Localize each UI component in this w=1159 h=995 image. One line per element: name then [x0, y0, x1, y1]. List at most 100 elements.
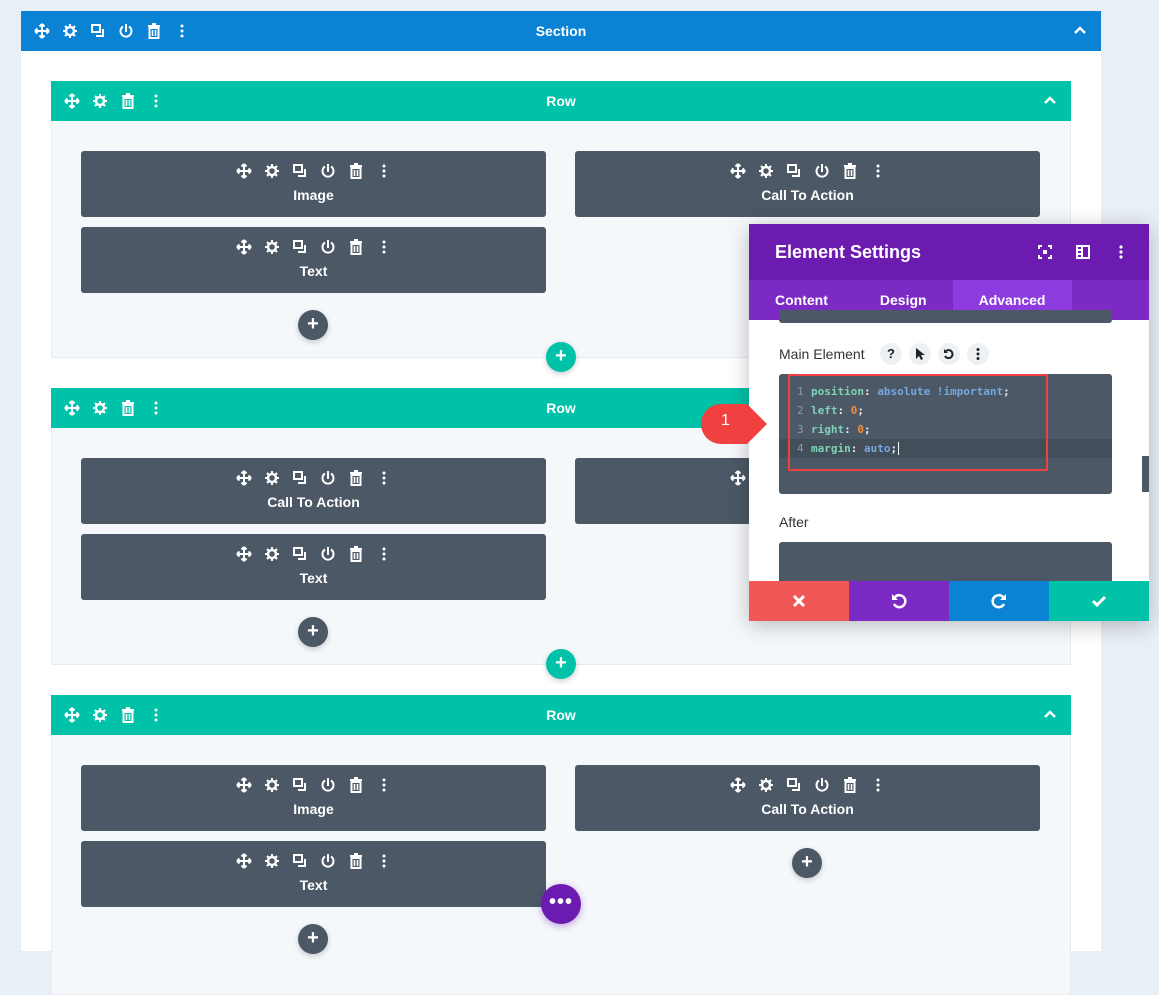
move-icon[interactable]	[64, 93, 80, 109]
power-icon[interactable]	[118, 23, 134, 39]
power-icon[interactable]	[320, 239, 336, 255]
gear-icon[interactable]	[92, 707, 108, 723]
module[interactable]: Text	[81, 534, 546, 600]
trash-icon[interactable]	[348, 163, 364, 179]
more-icon[interactable]	[148, 707, 164, 723]
power-icon[interactable]	[320, 853, 336, 869]
more-icon[interactable]	[376, 163, 392, 179]
gear-icon[interactable]	[758, 777, 774, 793]
move-icon[interactable]	[34, 23, 50, 39]
duplicate-icon[interactable]	[90, 23, 106, 39]
gear-icon[interactable]	[92, 93, 108, 109]
more-icon[interactable]	[148, 93, 164, 109]
power-icon[interactable]	[320, 470, 336, 486]
reset-icon[interactable]	[938, 343, 960, 365]
move-icon[interactable]	[729, 163, 746, 179]
save-button[interactable]	[1049, 581, 1149, 621]
chevron-up-icon[interactable]	[1073, 23, 1087, 37]
gear-icon[interactable]	[264, 853, 280, 869]
previous-code-field[interactable]	[779, 310, 1112, 323]
add-row-button[interactable]: +	[546, 649, 576, 679]
gear-icon[interactable]	[92, 400, 108, 416]
undo-button[interactable]	[849, 581, 949, 621]
module[interactable]: Text	[81, 841, 546, 907]
more-icon[interactable]	[148, 400, 164, 416]
move-icon[interactable]	[235, 163, 252, 179]
tab-content[interactable]: Content	[775, 292, 828, 308]
help-button[interactable]: ?	[880, 343, 902, 365]
more-icon[interactable]	[174, 23, 190, 39]
module[interactable]: Call To Action	[575, 151, 1040, 217]
duplicate-icon[interactable]	[292, 546, 308, 562]
power-icon[interactable]	[320, 163, 336, 179]
more-icon[interactable]	[376, 853, 392, 869]
move-icon[interactable]	[235, 546, 252, 562]
gear-icon[interactable]	[264, 546, 280, 562]
module[interactable]: Image	[81, 765, 546, 831]
more-icon[interactable]	[870, 777, 886, 793]
add-module-button[interactable]: +	[298, 924, 328, 954]
cancel-button[interactable]	[749, 581, 849, 621]
module[interactable]: Text	[81, 227, 546, 293]
more-icon[interactable]	[1113, 244, 1129, 260]
add-row-button[interactable]: +	[546, 342, 576, 372]
row-header[interactable]: Row	[51, 695, 1071, 735]
module[interactable]: Call To Action	[81, 458, 546, 524]
row-header[interactable]: Row	[51, 81, 1071, 121]
duplicate-icon[interactable]	[292, 163, 308, 179]
move-icon[interactable]	[729, 777, 746, 793]
trash-icon[interactable]	[120, 707, 136, 723]
more-icon[interactable]	[376, 470, 392, 486]
panel-header[interactable]: Element Settings	[749, 224, 1149, 280]
add-module-button[interactable]: +	[298, 310, 328, 340]
duplicate-icon[interactable]	[292, 777, 308, 793]
more-icon[interactable]	[376, 546, 392, 562]
gear-icon[interactable]	[264, 470, 280, 486]
section-header[interactable]: Section	[21, 11, 1101, 51]
module[interactable]: Call To Action	[575, 765, 1040, 831]
more-icon[interactable]	[870, 163, 886, 179]
module[interactable]: Image	[81, 151, 546, 217]
more-icon[interactable]	[376, 777, 392, 793]
power-icon[interactable]	[320, 777, 336, 793]
power-icon[interactable]	[814, 777, 830, 793]
move-icon[interactable]	[729, 470, 746, 486]
duplicate-icon[interactable]	[786, 163, 802, 179]
power-icon[interactable]	[814, 163, 830, 179]
add-module-button[interactable]: +	[298, 617, 328, 647]
cursor-icon[interactable]	[909, 343, 931, 365]
chevron-up-icon[interactable]	[1043, 93, 1057, 107]
add-module-button[interactable]: +	[792, 848, 822, 878]
fullscreen-icon[interactable]	[1037, 244, 1053, 260]
chevron-up-icon[interactable]	[1043, 707, 1057, 721]
trash-icon[interactable]	[348, 777, 364, 793]
duplicate-icon[interactable]	[292, 239, 308, 255]
move-icon[interactable]	[64, 400, 80, 416]
move-icon[interactable]	[235, 239, 252, 255]
trash-icon[interactable]	[348, 239, 364, 255]
gear-icon[interactable]	[758, 163, 774, 179]
move-icon[interactable]	[64, 707, 80, 723]
trash-icon[interactable]	[120, 93, 136, 109]
trash-icon[interactable]	[842, 163, 858, 179]
trash-icon[interactable]	[348, 546, 364, 562]
trash-icon[interactable]	[842, 777, 858, 793]
trash-icon[interactable]	[348, 470, 364, 486]
gear-icon[interactable]	[264, 239, 280, 255]
power-icon[interactable]	[320, 546, 336, 562]
split-view-icon[interactable]	[1075, 244, 1091, 260]
duplicate-icon[interactable]	[292, 853, 308, 869]
gear-icon[interactable]	[264, 777, 280, 793]
gear-icon[interactable]	[62, 23, 78, 39]
redo-button[interactable]	[949, 581, 1049, 621]
trash-icon[interactable]	[348, 853, 364, 869]
panel-scrollbar[interactable]	[1142, 456, 1149, 492]
tab-design[interactable]: Design	[879, 292, 927, 308]
move-icon[interactable]	[235, 853, 252, 869]
duplicate-icon[interactable]	[786, 777, 802, 793]
gear-icon[interactable]	[264, 163, 280, 179]
